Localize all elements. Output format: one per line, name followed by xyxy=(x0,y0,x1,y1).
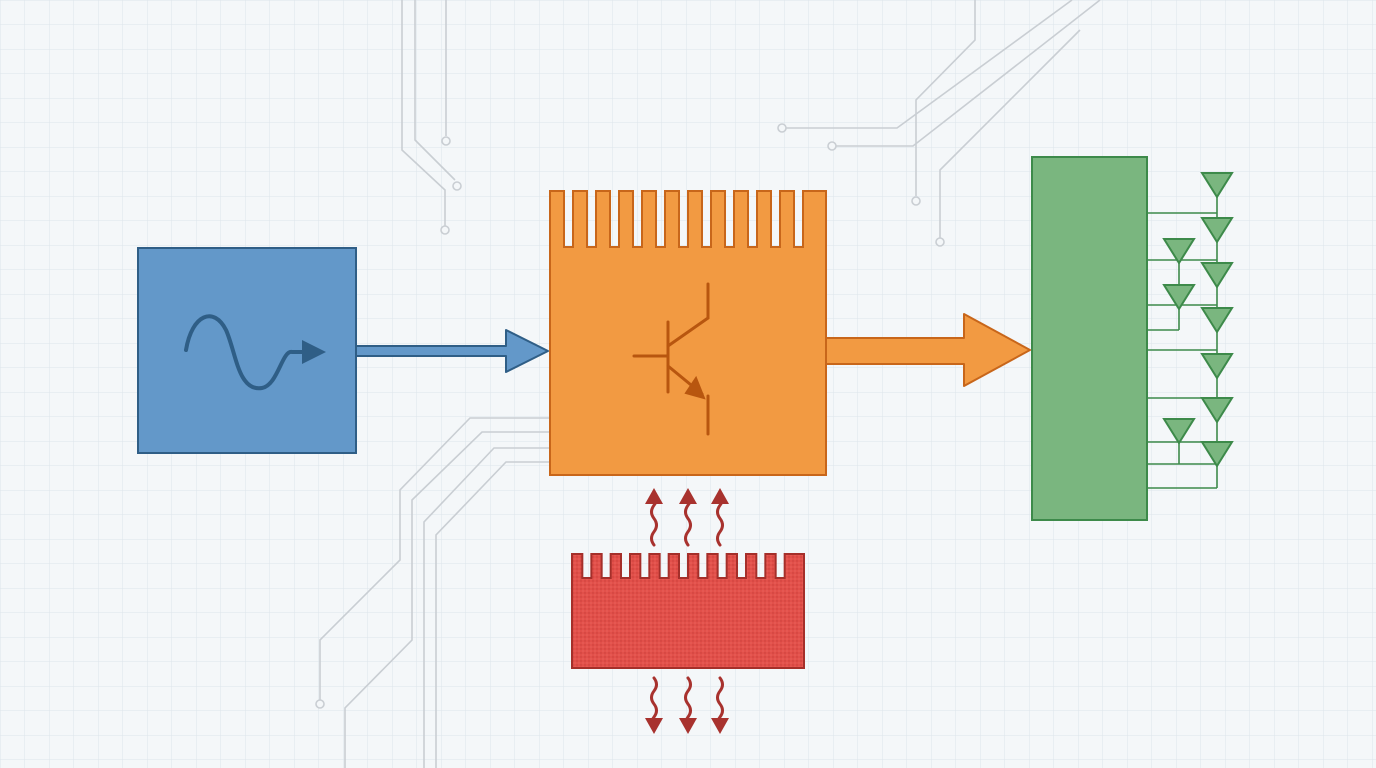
antenna-icon xyxy=(1200,217,1234,244)
input-signal-arrow xyxy=(355,329,549,373)
heat-down-arrow-2 xyxy=(679,676,697,734)
heat-up-arrow-1 xyxy=(645,488,663,547)
sine-wave-icon xyxy=(184,314,326,391)
amplifier-block xyxy=(549,190,827,476)
antenna-icon xyxy=(1200,307,1234,334)
antenna-array-block xyxy=(1031,156,1234,521)
transistor-icon xyxy=(632,282,710,436)
heat-up-arrow-3 xyxy=(711,488,729,547)
antenna-icon xyxy=(1162,418,1196,445)
antenna-icon xyxy=(1162,238,1196,265)
antenna-icon xyxy=(1200,441,1234,468)
heat-sink-block xyxy=(571,553,805,669)
heat-up-arrow-2 xyxy=(679,488,697,547)
circuit-traces xyxy=(315,0,1101,768)
heat-flow-up-arrows xyxy=(645,488,729,547)
heat-down-arrow-1 xyxy=(645,676,663,734)
output-power-arrow xyxy=(825,313,1031,387)
heat-flow-down-arrows xyxy=(645,676,729,734)
antenna-icon xyxy=(1200,397,1234,424)
antenna-icon xyxy=(1200,262,1234,289)
antenna-icon xyxy=(1200,172,1234,199)
antenna-icon xyxy=(1162,284,1196,311)
antenna-icon xyxy=(1200,353,1234,380)
heat-down-arrow-3 xyxy=(711,676,729,734)
signal-source-block xyxy=(137,247,357,454)
